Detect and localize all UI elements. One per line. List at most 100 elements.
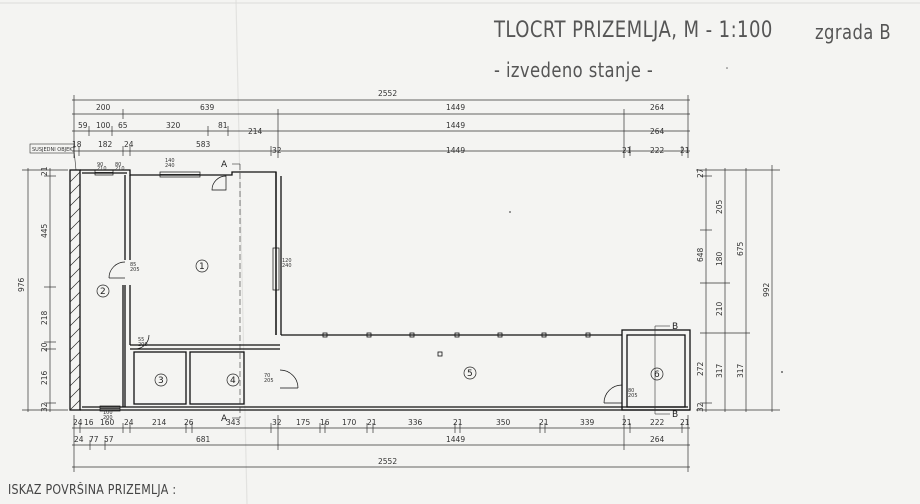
dim-bottom-r1-9: 175	[296, 418, 311, 427]
dim-bottom-r1-4: 24	[124, 418, 134, 427]
dim-right-c3-2: 317	[736, 363, 745, 378]
dim-left-6: 32	[40, 402, 49, 412]
dim-top-r4-7: 21	[622, 146, 632, 155]
dim-bottom-r1-11: 170	[342, 418, 357, 427]
section-mark-a-bottom: A	[221, 414, 228, 424]
paper-speck	[781, 371, 783, 373]
room-number-5: 5	[467, 369, 473, 379]
dim-right-c4-1: 992	[762, 282, 771, 297]
dim-bottom-r1-12: 21	[367, 418, 377, 427]
dim-right-c1-6: 32	[696, 402, 705, 412]
dim-top-r4-8: 222	[650, 146, 665, 155]
opening-label-9: 85	[130, 262, 136, 268]
dim-left-4: 20	[40, 342, 49, 352]
dim-bottom-r1-6: 26	[184, 418, 194, 427]
dim-top-r3-7: 1449	[446, 121, 465, 130]
doors	[108, 175, 623, 404]
dim-left-5: 216	[40, 370, 49, 385]
dim-bottom-r2-3: 57	[104, 435, 114, 444]
dim-top-r3-5: 81	[218, 121, 228, 130]
room-number-2: 2	[100, 287, 106, 297]
drawing-title: TLOCRT PRIZEMLJA, M - 1:100	[494, 18, 773, 43]
dim-top-r3-1: 59	[78, 121, 88, 130]
opening-label-17: 80	[628, 388, 634, 394]
dim-bottom-r1-1: 24	[73, 418, 83, 427]
dim-total-top: 2552	[378, 89, 397, 98]
dim-top-r3-2: 100	[96, 121, 111, 130]
dim-bottom-r1-2: 16	[84, 418, 94, 427]
dim-bottom-r2-2: 77	[89, 435, 99, 444]
dim-right-c1-4: 210	[715, 301, 724, 316]
paper-speck	[726, 67, 728, 69]
dim-bottom-r1-18: 21	[622, 418, 632, 427]
dim-bottom-r1-8: 32	[272, 418, 282, 427]
dim-right-c2-1: 648	[696, 247, 705, 262]
room-number-circles	[96, 259, 664, 387]
building-walls	[69, 169, 691, 411]
paper-fold-line	[235, 0, 248, 504]
left-dimension-chains	[22, 168, 68, 412]
dim-bottom-r2-1: 24	[74, 435, 84, 444]
dim-bottom-r1-10: 16	[320, 418, 330, 427]
opening-label-6: 240	[165, 163, 175, 169]
dim-right-c1-3: 180	[715, 251, 724, 266]
room-number-3: 3	[158, 376, 164, 386]
opening-label-13: 70	[264, 373, 270, 379]
opening-label-18: 205	[628, 393, 638, 399]
opening-label-4: 210	[115, 166, 125, 172]
dim-right-c1-1: 27	[696, 168, 705, 178]
right-dimension-chains	[696, 165, 780, 412]
dim-top-r4-1: 18	[72, 140, 82, 149]
room-number-4: 4	[230, 376, 236, 386]
building-label: zgrada B	[815, 20, 892, 44]
dim-left-1: 21	[40, 166, 49, 176]
opening-labels: 90 210 80 210 140 240 55 200 85 205 120 …	[97, 158, 638, 421]
top-dimension-chains	[72, 95, 690, 158]
windows	[94, 169, 280, 412]
opening-label-8: 200	[138, 342, 148, 348]
drawing-subtitle: - izvedeno stanje -	[494, 58, 654, 82]
section-mark-b-top: B	[672, 322, 678, 332]
dim-top-r4-3: 24	[124, 140, 134, 149]
opening-label-3: 80	[115, 162, 121, 168]
dim-bottom-r1-13: 336	[408, 418, 423, 427]
dim-top-r3-3: 65	[118, 121, 128, 130]
opening-label-12: 240	[282, 263, 292, 269]
dim-bottom-r1-17: 339	[580, 418, 595, 427]
dim-top-r3-4: 320	[166, 121, 181, 130]
dim-bottom-r2-4: 681	[196, 435, 211, 444]
dim-right-c1-2: 205	[715, 199, 724, 214]
dim-top-r2-1: 200	[96, 103, 111, 112]
neighbor-building-label: SUSJEDNI OBJEKT	[32, 147, 76, 153]
opening-label-14: 205	[264, 378, 274, 384]
dim-bottom-r1-3: 160	[100, 418, 115, 427]
dim-top-r2-2: 639	[200, 103, 215, 112]
dim-right-c2-2: 317	[715, 363, 724, 378]
dim-top-r2-4: 264	[650, 103, 665, 112]
dim-total-bottom: 2552	[378, 457, 397, 466]
dim-top-r4-5: 32	[272, 146, 282, 155]
dim-bottom-r1-16: 21	[539, 418, 549, 427]
opening-label-2: 210	[97, 166, 107, 172]
dim-bottom-r1-14: 21	[453, 418, 463, 427]
dim-top-r4-9: 21	[680, 146, 690, 155]
dim-bottom-r1-7: 343	[226, 418, 241, 427]
dim-top-r4-4: 583	[196, 140, 211, 149]
opening-label-7: 55	[138, 337, 144, 343]
opening-label-10: 205	[130, 267, 140, 273]
opening-label-11: 120	[282, 258, 292, 264]
section-lines	[232, 163, 670, 419]
opening-label-1: 90	[97, 162, 103, 168]
bottom-dimension-chains	[72, 415, 690, 472]
paper-speck	[509, 211, 511, 213]
dim-left-total: 976	[17, 277, 26, 292]
room-number-6: 6	[654, 370, 660, 380]
dim-right-c1-5: 272	[696, 361, 705, 376]
columns	[322, 332, 591, 357]
dim-bottom-r1-15: 350	[496, 418, 511, 427]
area-summary-heading: ISKAZ POVRŠINA PRIZEMLJA :	[8, 483, 177, 498]
opening-label-16: 200	[103, 415, 113, 421]
dim-left-2: 445	[40, 223, 49, 238]
